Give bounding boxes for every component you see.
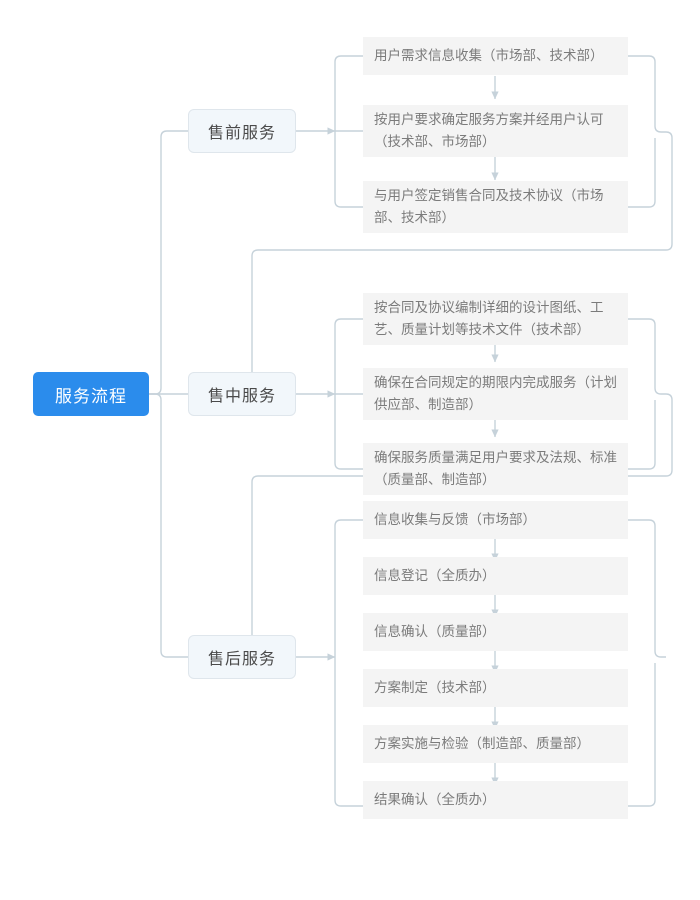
- leaf-box-pre-sales-2[interactable]: 按用户要求确定服务方案并经用户认可（技术部、市场部）: [363, 105, 628, 157]
- leaf-box-pre-sales-3[interactable]: 与用户签定销售合同及技术协议（市场部、技术部）: [363, 181, 628, 233]
- leaf-text: 信息确认（质量部）: [374, 624, 496, 640]
- leaf-text: 确保在合同规定的期限内完成服务（计划供应部、制造部）: [374, 375, 617, 413]
- root-node[interactable]: 服务流程: [33, 372, 149, 416]
- leaf-box-after-sales-5[interactable]: 方案实施与检验（制造部、质量部）: [363, 725, 628, 763]
- branch-node-after-sales[interactable]: 售后服务: [188, 635, 296, 679]
- leaf-box-after-sales-3[interactable]: 信息确认（质量部）: [363, 613, 628, 651]
- leaf-box-in-sales-2[interactable]: 确保在合同规定的期限内完成服务（计划供应部、制造部）: [363, 368, 628, 420]
- leaf-text: 信息登记（全质办）: [374, 568, 496, 584]
- leaf-box-pre-sales-1[interactable]: 用户需求信息收集（市场部、技术部）: [363, 37, 628, 75]
- leaf-text: 结果确认（全质办）: [374, 792, 496, 808]
- leaf-text: 信息收集与反馈（市场部）: [374, 512, 536, 528]
- leaf-box-after-sales-2[interactable]: 信息登记（全质办）: [363, 557, 628, 595]
- leaf-box-after-sales-4[interactable]: 方案制定（技术部）: [363, 669, 628, 707]
- leaf-text: 按合同及协议编制详细的设计图纸、工艺、质量计划等技术文件（技术部）: [374, 300, 604, 338]
- leaf-box-after-sales-6[interactable]: 结果确认（全质办）: [363, 781, 628, 819]
- leaf-text: 用户需求信息收集（市场部、技术部）: [374, 48, 604, 64]
- leaf-box-in-sales-3[interactable]: 确保服务质量满足用户要求及法规、标准（质量部、制造部）: [363, 443, 628, 495]
- leaf-text: 方案实施与检验（制造部、质量部）: [374, 736, 590, 752]
- branch-node-pre-sales[interactable]: 售前服务: [188, 109, 296, 153]
- leaf-text: 确保服务质量满足用户要求及法规、标准（质量部、制造部）: [374, 450, 617, 488]
- leaf-text: 方案制定（技术部）: [374, 680, 496, 696]
- leaf-box-after-sales-1[interactable]: 信息收集与反馈（市场部）: [363, 501, 628, 539]
- branch-node-in-sales[interactable]: 售中服务: [188, 372, 296, 416]
- leaf-box-in-sales-1[interactable]: 按合同及协议编制详细的设计图纸、工艺、质量计划等技术文件（技术部）: [363, 293, 628, 345]
- leaf-text: 与用户签定销售合同及技术协议（市场部、技术部）: [374, 188, 604, 226]
- leaf-text: 按用户要求确定服务方案并经用户认可（技术部、市场部）: [374, 112, 604, 150]
